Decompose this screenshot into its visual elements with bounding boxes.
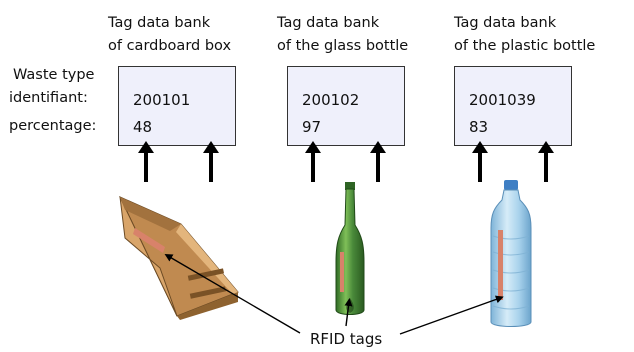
waste-type-label-line2: identifiant: [9, 90, 88, 106]
pointer-line [399, 295, 504, 335]
percentage-value: 97 [302, 118, 322, 136]
arrows-up [138, 141, 554, 182]
arrowhead-icon [138, 141, 154, 153]
data-bank-box-plastic: 2001039 83 [454, 66, 572, 146]
bank-title-cardboard-line1: Tag data bank [108, 15, 211, 31]
waste-type-label-line1: Waste type [13, 67, 95, 83]
waste-type-value: 200102 [302, 91, 360, 109]
data-bank-box-glass: 200102 97 [287, 66, 405, 146]
bank-title-glass-line1: Tag data bank [277, 15, 380, 31]
arrowhead-icon [203, 141, 219, 153]
rfid-tags-label: RFID tags [310, 330, 383, 348]
cardboard-box-image [118, 195, 239, 320]
glass-bottle-image [335, 182, 365, 315]
bank-title-plastic-line1: Tag data bank [454, 15, 557, 31]
rfid-pointer-lines [164, 253, 504, 335]
arrowhead-icon [305, 141, 321, 153]
rfid-tag-icon [133, 228, 165, 253]
bank-title-plastic-line2: of the plastic bottle [454, 38, 596, 54]
plastic-bottle-image [490, 180, 532, 327]
percentage-label: percentage: [9, 118, 97, 134]
arrowhead-icon [538, 141, 554, 153]
rfid-tag-icon [340, 252, 344, 292]
data-bank-box-cardboard: 200101 48 [118, 66, 236, 146]
pointer-line [344, 298, 353, 327]
arrowhead-icon [370, 141, 386, 153]
percentage-value: 48 [133, 118, 153, 136]
bank-title-glass-line2: of the glass bottle [277, 38, 409, 54]
waste-type-value: 200101 [133, 91, 191, 109]
arrowhead-icon [472, 141, 488, 153]
percentage-value: 83 [469, 118, 489, 136]
rfid-tag-icon [498, 230, 503, 300]
pointer-line [164, 253, 301, 334]
bank-title-cardboard-line2: of cardboard box [108, 38, 232, 54]
waste-type-value: 2001039 [469, 91, 536, 109]
